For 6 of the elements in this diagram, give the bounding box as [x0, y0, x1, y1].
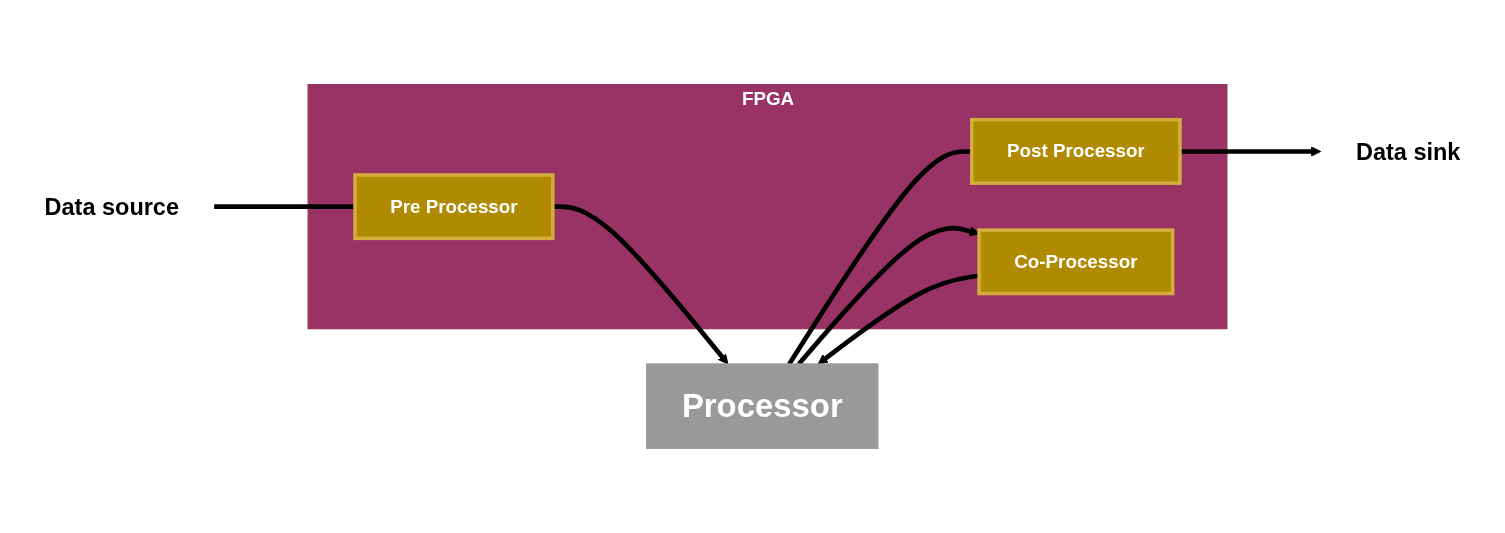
node-text: Data source: [44, 193, 179, 220]
node-box: Processor: [646, 363, 879, 449]
node-text: Data sink: [1356, 138, 1461, 165]
node-box: Pre Processor: [353, 173, 555, 241]
node-box: Post Processor: [970, 118, 1182, 185]
node-box: Co-Processor: [977, 228, 1175, 296]
